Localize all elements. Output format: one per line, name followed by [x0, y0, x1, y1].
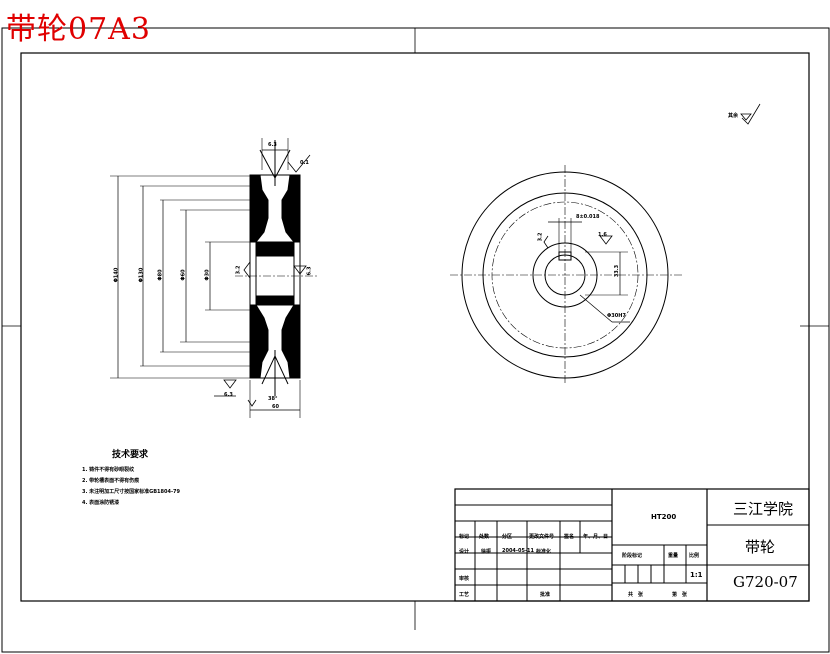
dim-keyway-roughness: 3.2 [537, 232, 544, 242]
drawing-title: 带轮07A3 [6, 12, 151, 47]
sheet-total: 共 张 [628, 592, 644, 598]
row-label: 处数 [479, 534, 490, 540]
ratio-label: 比例 [689, 553, 700, 559]
dim-d2: Φ130 [138, 267, 145, 283]
dim-d3: Φ80 [157, 269, 164, 281]
dim-tol-mark: 0.1 [300, 160, 309, 166]
dim-bore: Φ30 [204, 269, 211, 281]
notes-title: 技术要求 [112, 450, 149, 460]
dim-left-small: 3.2 [235, 265, 242, 275]
design-date: 2004-05-11 [502, 548, 534, 554]
row-label: 更改文件号 [529, 534, 555, 540]
row-label: 签名 [564, 534, 575, 540]
dim-side-roughness: 1.6 [598, 232, 607, 238]
process-label: 工艺 [459, 592, 470, 598]
dim-keyway-depth: 33.3 [614, 264, 621, 278]
dim-d4: Φ60 [180, 269, 187, 281]
weight-label: 重量 [668, 553, 679, 559]
dim-top-width: 6.3 [268, 142, 277, 148]
outer-frame [1, 27, 830, 653]
note-item: 3. 未注明加工尺寸按国家标准GB1804-79 [82, 489, 180, 495]
title-block-grid [454, 488, 810, 602]
dim-keyway-width: 8±0.018 [576, 214, 600, 220]
review-label: 审核 [459, 576, 470, 582]
school-name: 三江学院 [733, 500, 794, 518]
dim-bore-fit: Φ30H7 [607, 313, 626, 319]
dim-right-small: 6.3 [306, 266, 313, 276]
dim-width: 60 [272, 404, 279, 410]
roughness-note: 其余 [728, 113, 739, 119]
stage-label: 阶段标记 [622, 553, 643, 559]
inner-frame [20, 52, 810, 602]
drawing-number: G720-07 [733, 573, 798, 591]
note-item: 2. 带轮槽表面不得有伤痕 [82, 478, 140, 484]
section-view [110, 138, 318, 418]
material: HT200 [651, 513, 677, 521]
dim-outer-diameter: Φ140 [113, 267, 120, 283]
row-label: 分区 [502, 534, 513, 540]
row-label: 标记 [459, 534, 470, 540]
design-label: 设计 [459, 549, 470, 555]
front-view [450, 103, 761, 385]
frame-center-marks [2, 28, 829, 630]
sheet-number: 第 张 [672, 592, 688, 598]
note-item: 4. 表面涂防锈漆 [82, 500, 120, 506]
designer: 徐振 [481, 549, 492, 555]
approve-label: 批准 [540, 592, 551, 598]
dim-angle: 38° [268, 396, 278, 402]
part-name: 带轮 [745, 538, 776, 556]
standard-label: 标准化 [536, 549, 552, 555]
row-label: 年、月、日 [583, 534, 609, 540]
dim-lower-roughness: 6.3 [224, 392, 233, 398]
note-item: 1. 铸件不得有砂眼裂纹 [82, 467, 135, 473]
scale-value: 1:1 [690, 571, 703, 579]
